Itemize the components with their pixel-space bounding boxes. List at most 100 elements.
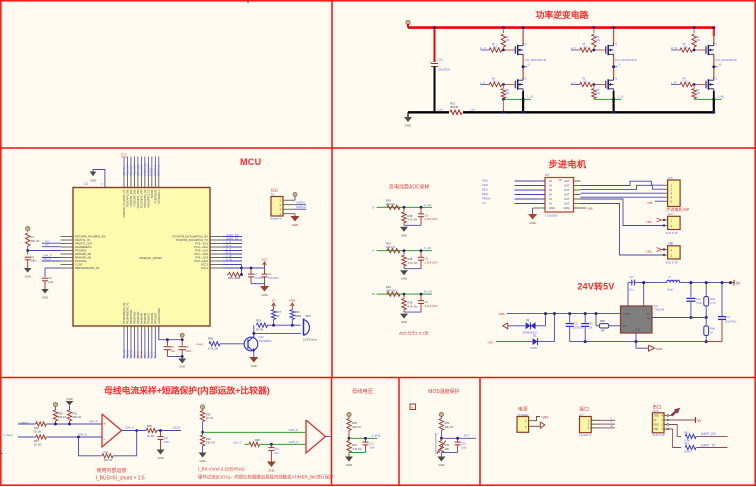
svg-text:GND: GND bbox=[654, 416, 659, 418]
svg-text:GND: GND bbox=[66, 397, 72, 401]
svg-text:TN(S8050): TN(S8050) bbox=[259, 339, 272, 343]
svg-text:硬件过流(6.67A)，内部比较器输出直接内部触发ATIME: 硬件过流(6.67A)，内部比较器输出直接内部触发ATIMER_BK进行保护 bbox=[198, 474, 334, 481]
svg-text:XH2.5-2P: XH2.5-2P bbox=[666, 261, 679, 265]
svg-text:0R: 0R bbox=[601, 329, 604, 333]
svg-text:GND: GND bbox=[268, 469, 274, 473]
svg-text:标记: 标记 bbox=[271, 188, 278, 193]
svg-text:W: W bbox=[372, 292, 375, 296]
svg-text:22uF/16V: 22uF/16V bbox=[725, 320, 737, 324]
svg-text:510: 510 bbox=[684, 47, 689, 49]
svg-text:R37: R37 bbox=[34, 439, 39, 443]
svg-text:OPA_N: OPA_N bbox=[78, 433, 87, 437]
svg-text:H_V: H_V bbox=[571, 46, 577, 50]
svg-text:4: 4 bbox=[661, 415, 663, 418]
svg-text:4: 4 bbox=[671, 195, 673, 199]
svg-text:VBB: VBB bbox=[647, 201, 653, 205]
svg-text:5V: 5V bbox=[272, 299, 276, 303]
svg-text:AIN2: AIN2 bbox=[482, 183, 488, 187]
svg-text:2.2nF 10%: 2.2nF 10% bbox=[425, 217, 439, 221]
svg-text:OUT: OUT bbox=[564, 202, 570, 206]
svg-text:PD3_CMP: PD3_CMP bbox=[133, 164, 136, 176]
svg-text:1: 1 bbox=[671, 183, 673, 187]
svg-text:Q: Q bbox=[715, 78, 717, 81]
svg-text:UART1_TX: UART1_TX bbox=[147, 163, 150, 176]
svg-text:1k 1%: 1k 1% bbox=[147, 434, 155, 438]
svg-text:10k: 10k bbox=[696, 39, 701, 42]
svg-text:母线电压: 母线电压 bbox=[352, 387, 374, 395]
svg-text:C6: C6 bbox=[425, 257, 429, 261]
svg-text:2k 1%: 2k 1% bbox=[206, 416, 214, 420]
svg-text:ADC分压1:5.2倍: ADC分压1:5.2倍 bbox=[399, 330, 428, 336]
svg-text:V: V bbox=[611, 421, 613, 424]
svg-text:P44/AIN2: P44/AIN2 bbox=[75, 259, 87, 263]
svg-text:COMP: COMP bbox=[623, 313, 631, 316]
svg-text:R36: R36 bbox=[295, 310, 300, 314]
svg-text:20k 1%: 20k 1% bbox=[386, 245, 396, 249]
svg-text:Q: Q bbox=[525, 78, 527, 81]
svg-text:I_shunt+: I_shunt+ bbox=[18, 420, 30, 424]
svg-text:PB3_A: PB3_A bbox=[144, 351, 147, 359]
svg-text:R1: R1 bbox=[31, 235, 35, 239]
svg-text:PD6/GPA_PCUART0_TX: PD6/GPA_PCUART0_TX bbox=[123, 189, 126, 218]
svg-text:TXD: TXD bbox=[654, 429, 659, 431]
svg-text:RT1: RT1 bbox=[445, 443, 450, 447]
svg-text:20k 1%: 20k 1% bbox=[58, 415, 67, 419]
svg-text:22uF/35V: 22uF/35V bbox=[573, 326, 585, 330]
svg-text:AIN1: AIN1 bbox=[482, 179, 488, 183]
svg-text:GND: GND bbox=[549, 206, 555, 210]
svg-text:510: 510 bbox=[493, 47, 498, 49]
svg-text:20k 1%: 20k 1% bbox=[352, 425, 361, 429]
svg-text:R36: R36 bbox=[208, 337, 213, 341]
svg-text:5V: 5V bbox=[654, 420, 657, 422]
svg-text:R33: R33 bbox=[206, 413, 211, 417]
svg-text:步进电机: 步进电机 bbox=[548, 158, 586, 169]
svg-text:UART_TX: UART_TX bbox=[226, 236, 238, 240]
svg-text:R9: R9 bbox=[696, 89, 700, 92]
svg-text:PB7/UART1_RX: PB7/UART1_RX bbox=[144, 189, 147, 208]
svg-text:C8: C8 bbox=[185, 345, 189, 349]
svg-text:TX4138: TX4138 bbox=[654, 308, 665, 312]
svg-text:XH2.5-2P: XH2.5-2P bbox=[666, 231, 679, 235]
svg-text:反电动势ADC采样: 反电动势ADC采样 bbox=[389, 184, 430, 191]
svg-text:1K: 1K bbox=[710, 331, 713, 335]
svg-text:Q: Q bbox=[615, 78, 617, 81]
svg-text:W: W bbox=[611, 425, 614, 428]
svg-text:20k 1%: 20k 1% bbox=[386, 289, 396, 293]
svg-text:功率逆变电路: 功率逆变电路 bbox=[536, 9, 589, 20]
svg-text:NTC: NTC bbox=[464, 433, 470, 437]
svg-text:L_V: L_V bbox=[571, 80, 576, 84]
svg-text:PT0/AIN1: PT0/AIN1 bbox=[75, 249, 87, 253]
svg-text:0R: 0R bbox=[276, 314, 279, 318]
svg-text:PF5_A: PF5_A bbox=[147, 351, 150, 359]
svg-text:PD3/CMP_1N0: PD3/CMP_1N0 bbox=[134, 189, 137, 207]
svg-text:PB6/AIN12: PB6/AIN12 bbox=[134, 311, 137, 324]
svg-text:CMP_P: CMP_P bbox=[289, 428, 299, 432]
svg-text:PF2/AIN6: PF2/AIN6 bbox=[151, 313, 154, 324]
svg-text:R6: R6 bbox=[683, 44, 687, 46]
svg-text:100n: 100n bbox=[31, 259, 37, 263]
svg-text:VCC2: VCC2 bbox=[201, 263, 209, 267]
svg-text:10k 1%: 10k 1% bbox=[31, 239, 41, 243]
svg-text:D1: D1 bbox=[526, 318, 530, 322]
svg-text:R9: R9 bbox=[506, 89, 510, 92]
svg-text:R43: R43 bbox=[684, 442, 689, 446]
svg-text:V_BUS: V_BUS bbox=[372, 433, 381, 437]
svg-text:PB4/AIN9: PB4/AIN9 bbox=[141, 312, 144, 324]
svg-text:680R: 680R bbox=[295, 314, 301, 318]
svg-text:A: A bbox=[411, 405, 413, 409]
svg-text:R18: R18 bbox=[408, 257, 413, 261]
svg-text:U9: U9 bbox=[654, 304, 658, 308]
svg-text:100n: 100n bbox=[164, 440, 170, 444]
svg-text:H_W: H_W bbox=[226, 257, 232, 261]
svg-text:GND: GND bbox=[401, 277, 407, 281]
svg-text:-: - bbox=[104, 437, 106, 443]
svg-text:PD6_TX: PD6_TX bbox=[123, 167, 126, 176]
svg-text:IN: IN bbox=[549, 197, 552, 201]
svg-text:PC1—HG2: PC1—HG2 bbox=[195, 252, 209, 256]
svg-text:Header 4: Header 4 bbox=[270, 217, 282, 221]
svg-text:OPA_P: OPA_P bbox=[89, 420, 98, 424]
svg-text:I_sh+: I_sh+ bbox=[437, 107, 444, 111]
svg-text:I_BUS=5I_shunt + 2.5: I_BUS=5I_shunt + 2.5 bbox=[96, 476, 145, 482]
svg-text:Header 3: Header 3 bbox=[580, 433, 592, 437]
svg-text:R31: R31 bbox=[450, 102, 456, 106]
